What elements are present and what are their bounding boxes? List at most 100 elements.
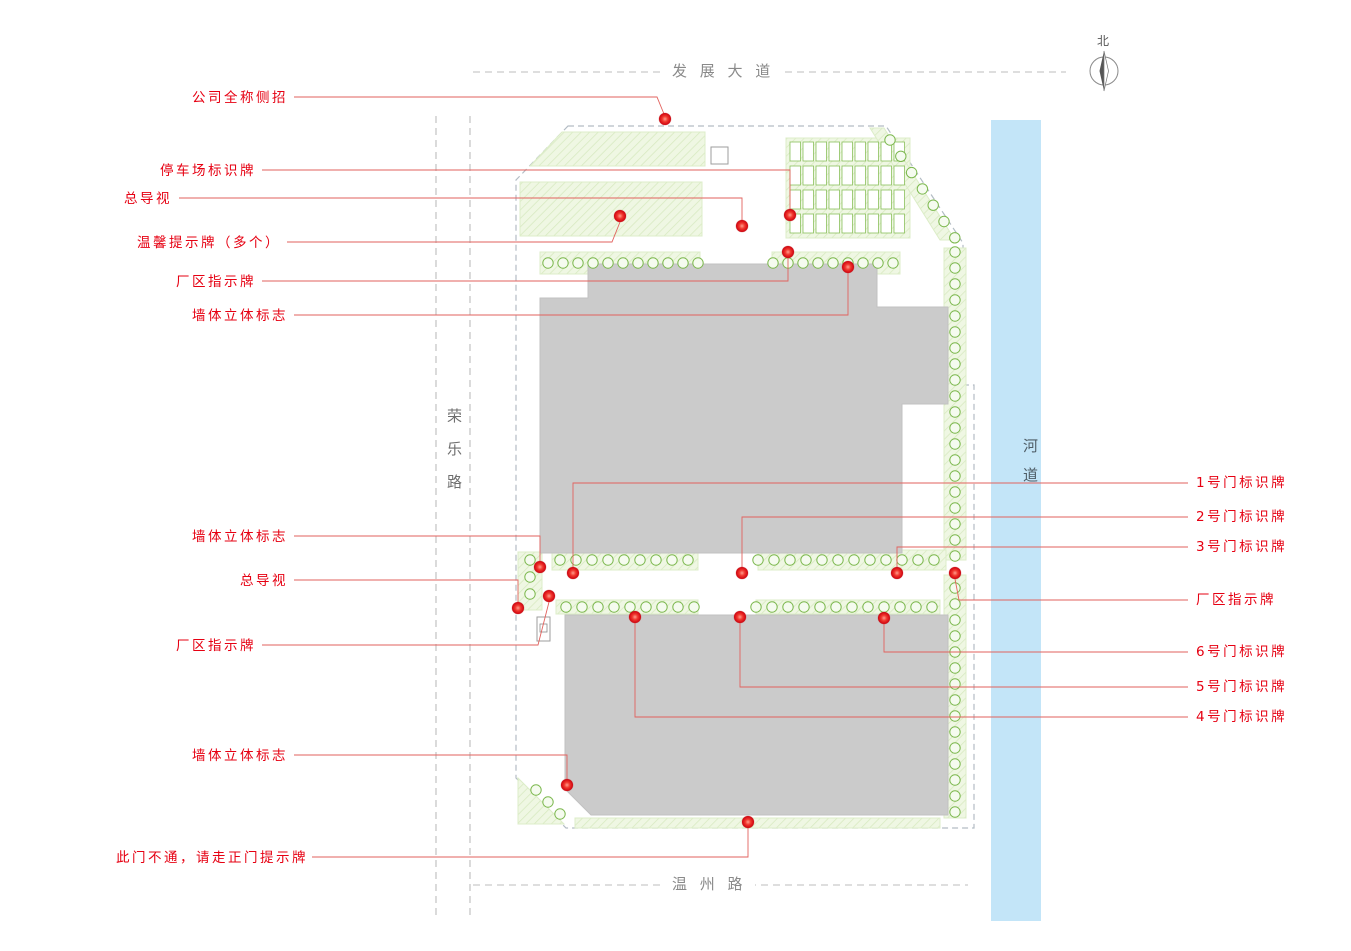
road-name-left: 荣乐路 (445, 408, 463, 507)
parking-stall (854, 213, 866, 234)
tree-icon (949, 758, 961, 770)
tree-icon (949, 278, 961, 290)
tree-icon (530, 784, 542, 796)
parking-stall (893, 165, 905, 186)
marker-gate6-sign (877, 611, 891, 625)
parking-stall (867, 141, 879, 162)
marker-wall-logo-1 (841, 260, 855, 274)
parking-stall (828, 213, 840, 234)
parking-stall (802, 141, 814, 162)
tree-icon (949, 614, 961, 626)
parking-stall (789, 189, 801, 210)
tree-icon (662, 257, 674, 269)
tree-icon (949, 774, 961, 786)
tree-icon (928, 554, 940, 566)
label-gate2-sign: 2号门标识牌 (1196, 509, 1288, 525)
tree-icon (524, 571, 536, 583)
parking-stalls (789, 141, 905, 234)
tree-icon (949, 422, 961, 434)
tree-icon (827, 257, 839, 269)
parking-stall (828, 165, 840, 186)
river-name: 河道 (1021, 438, 1039, 496)
north-compass-icon (1089, 50, 1119, 92)
tree-icon (814, 601, 826, 613)
tree-icon (912, 554, 924, 566)
marker-gate4-sign (628, 610, 642, 624)
tree-icon (949, 342, 961, 354)
tree-icon (692, 257, 704, 269)
tree-icon (910, 601, 922, 613)
tree-icon (784, 554, 796, 566)
marker-main-directory-1 (735, 219, 749, 233)
label-door-closed-notice: 此门不通，请走正门提示牌 (116, 850, 308, 866)
tree-icon (949, 790, 961, 802)
parking-stall (867, 213, 879, 234)
tree-icon (880, 554, 892, 566)
tree-icon (949, 406, 961, 418)
tree-icon (949, 262, 961, 274)
parking-stall (815, 141, 827, 162)
label-main-directory-2: 总导视 (240, 573, 288, 589)
tree-icon (896, 554, 908, 566)
tree-icon (752, 554, 764, 566)
parking-stall (867, 165, 879, 186)
tree-icon (878, 601, 890, 613)
gatehouse-icon (710, 146, 729, 165)
marker-area-direction-sign-3 (948, 566, 962, 580)
tree-icon (647, 257, 659, 269)
marker-area-direction-sign-2 (542, 589, 556, 603)
tree-icon (640, 601, 652, 613)
river (991, 120, 1041, 921)
label-gate3-sign: 3号门标识牌 (1196, 539, 1288, 555)
tree-icon (688, 601, 700, 613)
tree-icon (632, 257, 644, 269)
tree-icon (949, 390, 961, 402)
tree-icon (949, 806, 961, 818)
parking-stall (854, 189, 866, 210)
label-gate6-sign: 6号门标识牌 (1196, 644, 1288, 660)
parking-stall (893, 213, 905, 234)
tree-icon (524, 554, 536, 566)
tree-icon (560, 601, 572, 613)
tree-icon (927, 199, 939, 211)
tree-icon (650, 554, 662, 566)
tree-icon (766, 601, 778, 613)
tree-icon (542, 796, 554, 808)
marker-warm-tip-signs (613, 209, 627, 223)
label-main-directory-1: 总导视 (124, 191, 172, 207)
marker-wall-logo-2 (533, 560, 547, 574)
tree-icon (949, 726, 961, 738)
parking-stall (828, 141, 840, 162)
tree-icon (949, 358, 961, 370)
label-parking-sign: 停车场标识牌 (160, 163, 256, 179)
tree-icon (894, 601, 906, 613)
tree-icon (905, 166, 918, 179)
label-area-direction-sign-1: 厂区指示牌 (176, 274, 256, 290)
marker-wall-logo-3 (560, 778, 574, 792)
tree-icon (949, 550, 961, 562)
tree-icon (949, 246, 961, 258)
label-company-side-sign: 公司全称侧招 (192, 90, 288, 106)
tree-icon (750, 601, 762, 613)
tree-icon (554, 808, 566, 820)
parking-stall (815, 213, 827, 234)
tree-icon (617, 257, 629, 269)
tree-icon (618, 554, 630, 566)
markers (511, 112, 962, 829)
tree-icon (634, 554, 646, 566)
tree-icon (949, 630, 961, 642)
tree-icon (949, 470, 961, 482)
tree-icon (887, 257, 899, 269)
tree-icon (572, 257, 584, 269)
gate-building-icon (536, 616, 551, 642)
tree-icon (524, 588, 536, 600)
parking-stall (880, 165, 892, 186)
parking-stall (802, 165, 814, 186)
tree-icon (800, 554, 812, 566)
tree-icon (949, 662, 961, 674)
tree-icon (949, 694, 961, 706)
parking-stall (841, 213, 853, 234)
parking-stall (893, 189, 905, 210)
label-wall-logo-2: 墙体立体标志 (192, 529, 288, 545)
tree-icon (846, 601, 858, 613)
